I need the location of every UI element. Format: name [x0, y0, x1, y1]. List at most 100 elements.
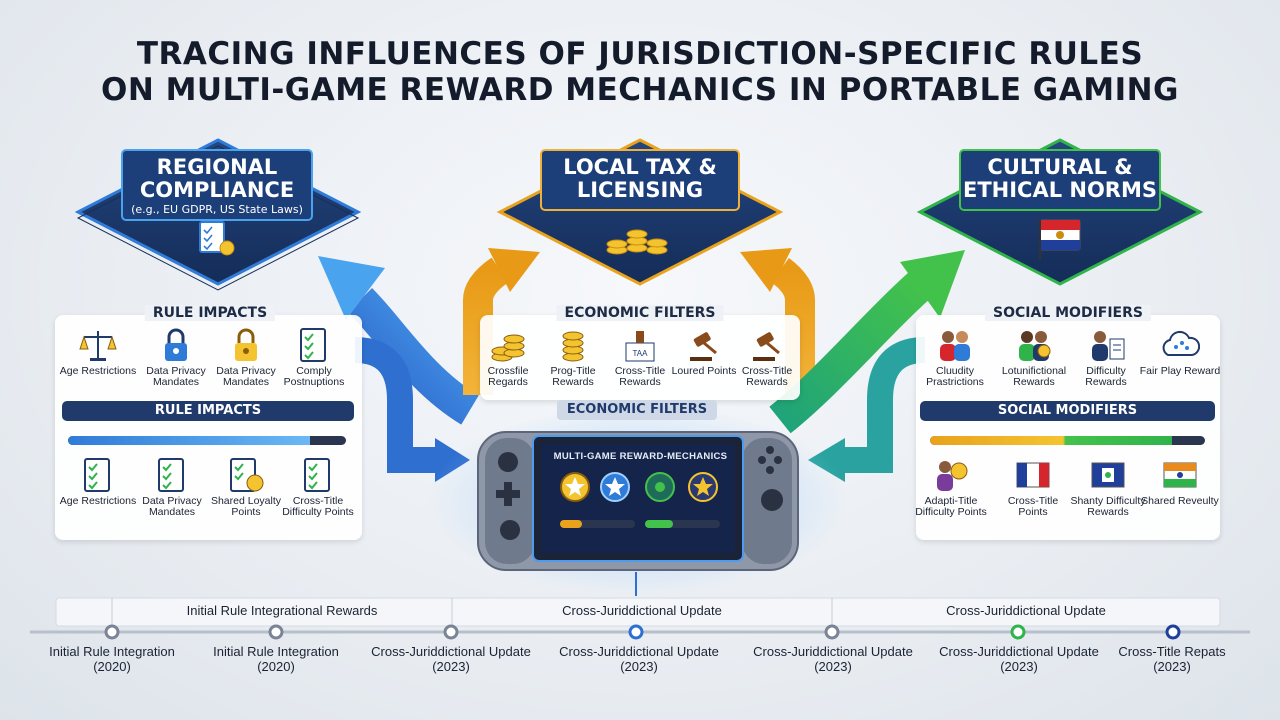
- economic-item-label: Cross-Title Rewards: [614, 365, 666, 389]
- rule-item-label: Age Restrictions: [59, 495, 137, 507]
- social-item: Fair Play Reward: [1139, 325, 1221, 377]
- social-item-label: Shared Reveulty: [1141, 495, 1219, 507]
- person-doc-icon: [1065, 325, 1147, 363]
- economic-item-label: Crossfile Regards: [487, 365, 529, 389]
- coins-icon: [606, 229, 668, 255]
- milestone-label-line1: Initial Rule Integration: [49, 644, 175, 659]
- rule-item-label: Data Privacy Mandates: [146, 365, 206, 389]
- tax-icon: TAA: [601, 325, 679, 363]
- timeline-top-label: Initial Rule Integrational Rewards: [186, 603, 378, 618]
- rule-item: Age Restrictions: [57, 325, 139, 377]
- social-item: Adapti-Title Difficulty Points: [910, 455, 992, 519]
- milestone-label-line1: Cross-Juriddictional Update: [939, 644, 1099, 659]
- milestone-label-line2: (2023): [814, 658, 852, 674]
- economic-item: Prog-Title Rewards: [534, 325, 612, 389]
- social-item: Cluudity Prastrictions: [914, 325, 996, 389]
- flag-icon: [1067, 455, 1149, 493]
- economic-item: Loured Points: [665, 325, 743, 377]
- hex-regional-line1: REGIONAL: [156, 155, 278, 179]
- social-item-label: Cross-Title Points: [1007, 495, 1059, 519]
- milestone-label-line1: Cross-Title Repats: [1118, 644, 1226, 659]
- hex-tax-line2: LICENSING: [576, 178, 704, 203]
- hex-local-tax: [496, 138, 784, 286]
- panel-social-modifiers-title: SOCIAL MODIFIERS: [985, 305, 1151, 321]
- flag-icon: [1139, 455, 1221, 493]
- arrow-to-cultural-norms: [769, 250, 965, 434]
- cloud-icon: [1139, 325, 1221, 363]
- milestone-label-line1: Cross-Juriddictional Update: [559, 644, 719, 659]
- arrow-to-local-tax: [463, 248, 815, 395]
- social-item: Difficulty Rewards: [1065, 325, 1147, 389]
- people-icon: [914, 325, 996, 363]
- milestone-label-line1: Cross-Juriddictional Update: [371, 644, 531, 659]
- milestone-label-line1: Cross-Juriddictional Update: [753, 644, 913, 659]
- flag-icon: [1039, 219, 1081, 260]
- rule-item: Data Privacy Mandates: [131, 455, 213, 519]
- social-item: Lotunifictional Rewards: [993, 325, 1075, 389]
- hex-regional-sub: (e.g., EU GDPR, US State Laws): [131, 203, 303, 217]
- rule-item: Data Privacy Mandates: [205, 325, 287, 389]
- milestone-label-line2: (2020): [257, 658, 295, 674]
- people-coin-icon: [993, 325, 1075, 363]
- rule-item-label: Age Restrictions: [59, 365, 137, 377]
- timeline-top-label: Cross-Juriddictional Update: [562, 603, 722, 618]
- social-modifiers-progress: [930, 436, 1205, 445]
- checklist-icon: [277, 455, 359, 493]
- milestone-label: Initial Rule Integration(2020): [32, 644, 192, 675]
- social-item-label: Cluudity Prastrictions: [926, 365, 984, 389]
- gavel-icon: [665, 325, 743, 363]
- hex-tax-label: LOCAL TAX & LICENSING: [541, 155, 739, 203]
- economic-item-label: Loured Points: [671, 365, 737, 377]
- rule-item: Data Privacy Mandates: [135, 325, 217, 389]
- economic-filters-tag: ECONOMIC FILTERS: [557, 400, 717, 420]
- checklist-icon: [273, 325, 355, 363]
- coins-icon: [469, 325, 547, 363]
- rule-item: Cross-Title Difficulty Points: [277, 455, 359, 519]
- checklist-coin-icon: [205, 455, 287, 493]
- economic-item: Cross-Title Rewards: [728, 325, 806, 389]
- social-modifiers-bar: SOCIAL MODIFIERS: [920, 401, 1215, 421]
- rule-item: Shared Loyalty Points: [205, 455, 287, 519]
- social-item-label: Fair Play Reward: [1139, 365, 1221, 377]
- milestone-label-line2: (2023): [432, 658, 470, 674]
- milestone-label-line2: (2023): [1000, 658, 1038, 674]
- hex-cultural-label: CULTURAL & ETHICAL NORMS: [960, 155, 1160, 202]
- milestone-label-line2: (2023): [620, 658, 658, 674]
- milestone-label: Cross-Juriddictional Update(2023): [746, 644, 921, 675]
- title-line-1: TRACING INFLUENCES OF JURISDICTION-SPECI…: [136, 36, 1144, 72]
- rule-item-label: Data Privacy Mandates: [142, 495, 202, 519]
- coins-icon: [534, 325, 612, 363]
- economic-item-label: Cross-Title Rewards: [741, 365, 793, 389]
- rule-item: Age Restrictions: [57, 455, 139, 507]
- checklist-icon: [199, 221, 235, 256]
- social-item: Shared Reveulty: [1139, 455, 1221, 507]
- tax-icon-text: TAA: [633, 349, 649, 358]
- timeline-top-label: Cross-Juriddictional Update: [946, 603, 1106, 618]
- scales-icon: [57, 325, 139, 363]
- milestone-label: Cross-Juriddictional Update(2023): [364, 644, 539, 675]
- hex-regional-label: REGIONAL COMPLIANCE (e.g., EU GDPR, US S…: [122, 155, 312, 217]
- rule-item-label: Comply Postnuptions: [283, 365, 345, 389]
- rule-item: Comply Postnuptions: [273, 325, 355, 389]
- panel-economic-filters-title: ECONOMIC FILTERS: [556, 305, 724, 321]
- rule-item-label: Cross-Title Difficulty Points: [282, 495, 354, 519]
- rule-impacts-bar: RULE IMPACTS: [62, 401, 354, 421]
- social-item-label: Shanty Difficulty Rewards: [1070, 495, 1146, 519]
- milestone-label: Cross-Juriddictional Update(2023): [552, 644, 727, 675]
- social-item: Shanty Difficulty Rewards: [1067, 455, 1149, 519]
- social-item-label: Lotunifictional Rewards: [1001, 365, 1067, 389]
- flag-icon: [992, 455, 1074, 493]
- milestone-label-line2: (2023): [1153, 658, 1191, 674]
- checklist-icon: [57, 455, 139, 493]
- milestone-label: Cross-Juriddictional Update(2023): [932, 644, 1107, 675]
- hex-regional-compliance: [74, 138, 362, 291]
- rule-item-label: Data Privacy Mandates: [216, 365, 276, 389]
- social-item-label: Adapti-Title Difficulty Points: [915, 495, 987, 519]
- lock-icon: [205, 325, 287, 363]
- milestone-label: Cross-Title Repats(2023): [1107, 644, 1237, 675]
- social-item-label: Difficulty Rewards: [1085, 365, 1127, 389]
- economic-item: Crossfile Regards: [469, 325, 547, 389]
- hex-tax-line1: LOCAL TAX &: [563, 155, 717, 179]
- milestone-label-line1: Initial Rule Integration: [213, 644, 339, 659]
